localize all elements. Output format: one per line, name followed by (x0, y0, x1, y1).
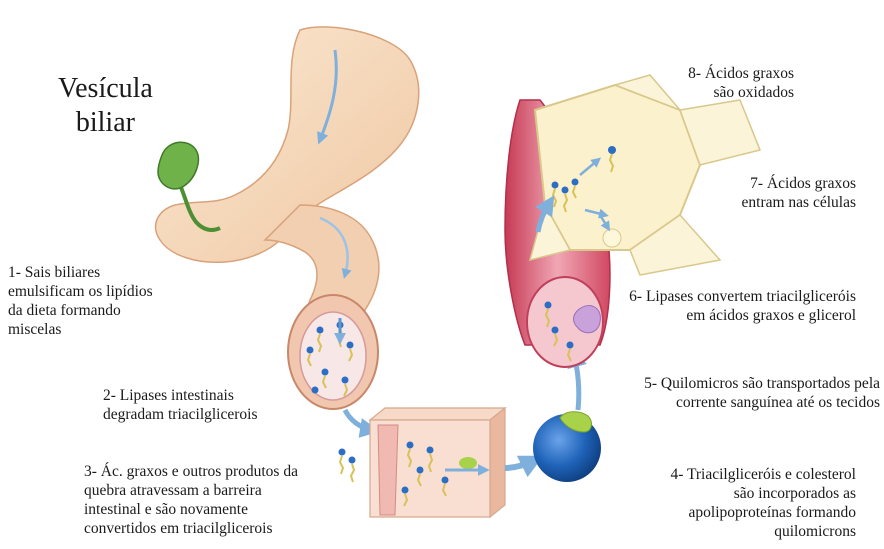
gallbladder-title: Vesícula biliar (58, 72, 153, 140)
intestinal-barrier (370, 408, 505, 517)
step-1-label: 1- Sais biliares emulsificam os lipídios… (8, 263, 153, 339)
tissue-cells (530, 75, 760, 275)
step-2-label: 2- Lipases intestinais degradam triacilg… (103, 386, 258, 424)
step-3-label: 3- Ác. graxos e outros produtos da quebr… (84, 462, 298, 538)
arrow-to-epithelium (345, 410, 372, 430)
step-8-label: 8- Ácidos graxos são oxidados (688, 64, 794, 102)
step-5-label: 5- Quilomicros são transportados pela co… (644, 374, 880, 412)
step-4-label: 4- Triacilgliceróis e colesterol são inc… (670, 465, 856, 541)
step-6-label: 6- Lipases convertem triacilgliceróis em… (629, 287, 856, 325)
step-7-label: 7- Ácidos graxos entram nas células (742, 174, 856, 212)
gallbladder (158, 142, 198, 189)
arrow-to-chylomicron (505, 460, 535, 468)
